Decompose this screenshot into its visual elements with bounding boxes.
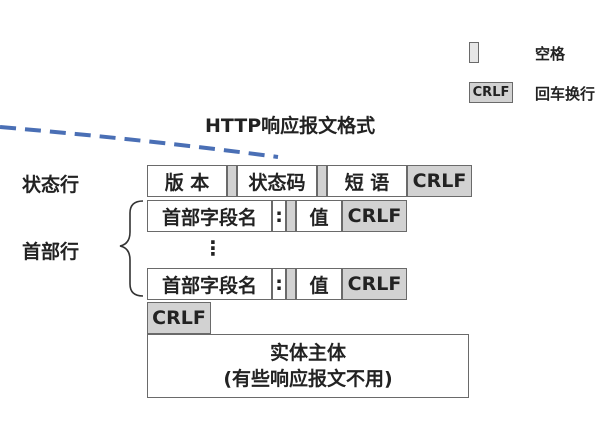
space-cell xyxy=(317,165,327,197)
crlf-cell: CRLF xyxy=(342,200,407,232)
header-field-name-cell: 首部字段名 xyxy=(147,268,272,300)
header-value-cell: 值 xyxy=(296,200,342,232)
status-line-label: 状态行 xyxy=(22,174,80,196)
entity-body-note: (有些响应报文不用) xyxy=(223,368,393,390)
space-cell xyxy=(227,165,237,197)
space-cell xyxy=(286,268,296,300)
crlf-legend-label: 回车换行 xyxy=(535,85,596,103)
crlf-legend-swatch: CRLF xyxy=(469,82,513,103)
space-legend-swatch xyxy=(469,42,479,63)
colon-cell: : xyxy=(272,268,286,300)
space-legend-label: 空格 xyxy=(535,45,566,63)
crlf-cell: CRLF xyxy=(407,165,472,197)
ellipsis: ⋮ xyxy=(203,236,223,260)
colon-cell: : xyxy=(272,200,286,232)
diagram-title: HTTP响应报文格式 xyxy=(205,115,376,137)
entity-body-title: 实体主体 xyxy=(269,342,346,364)
version-cell: 版 本 xyxy=(147,165,227,197)
header-brace xyxy=(119,200,144,297)
phrase-cell: 短 语 xyxy=(327,165,407,197)
entity-body: 实体主体 (有些响应报文不用) xyxy=(147,334,469,398)
space-cell xyxy=(286,200,296,232)
header-field-name-cell: 首部字段名 xyxy=(147,200,272,232)
blank-line-crlf-cell: CRLF xyxy=(147,302,211,334)
crlf-cell: CRLF xyxy=(342,268,407,300)
status-code-cell: 状态码 xyxy=(237,165,317,197)
header-value-cell: 值 xyxy=(296,268,342,300)
header-lines-label: 首部行 xyxy=(22,241,80,263)
